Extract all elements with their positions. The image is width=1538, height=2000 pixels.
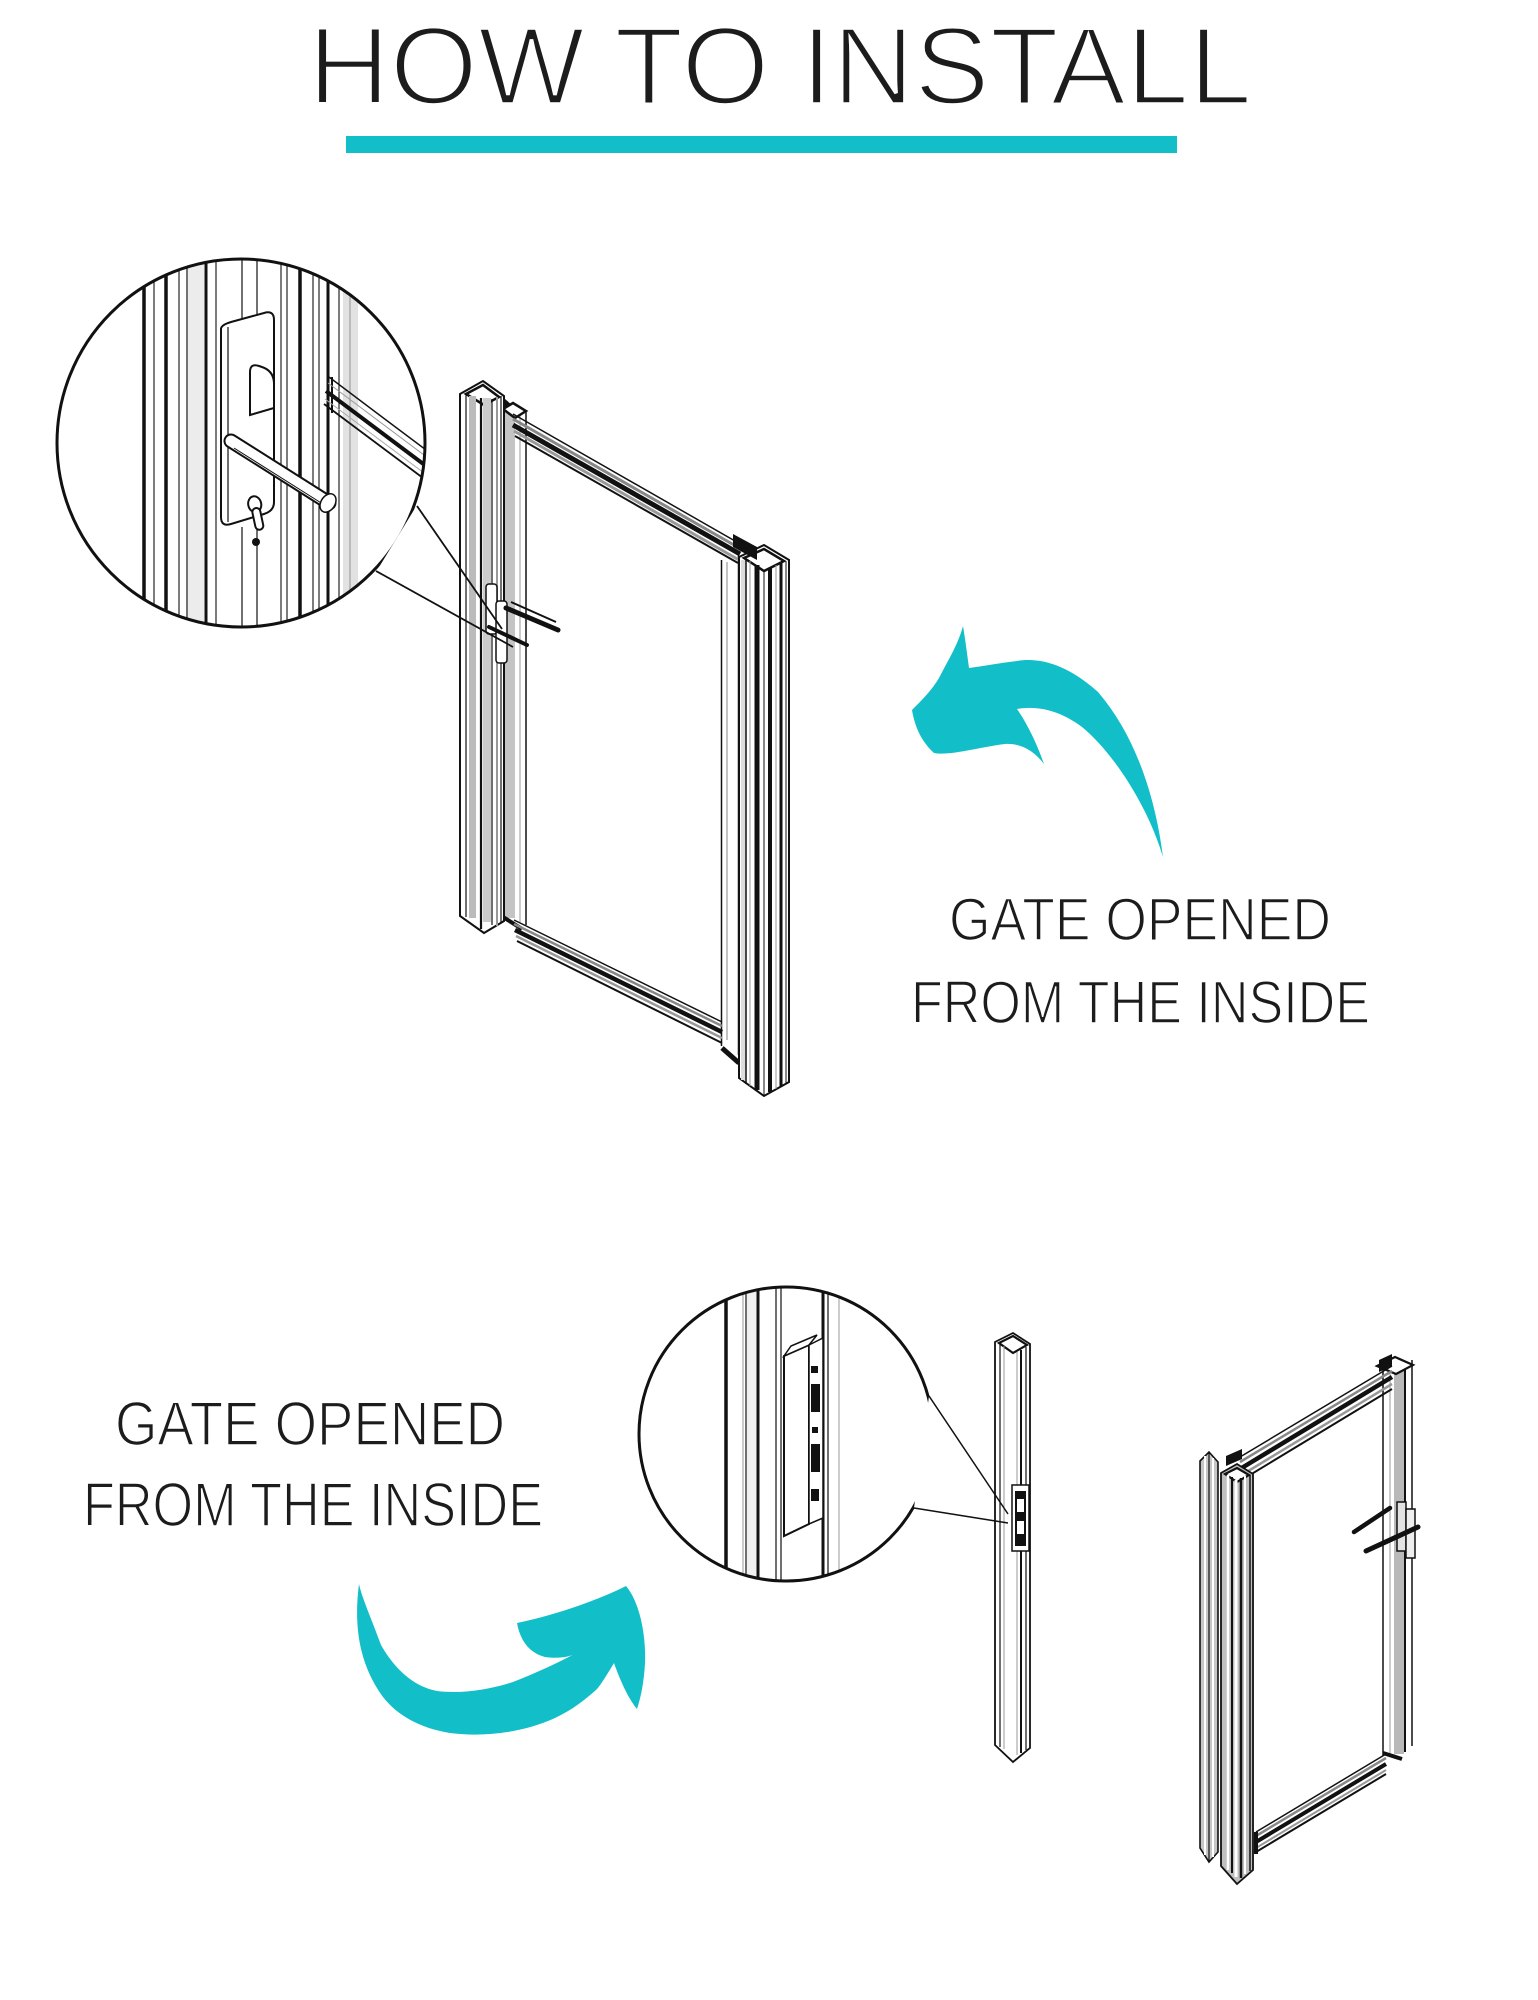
- svg-text:FROM THE INSIDE: FROM THE INSIDE: [83, 1471, 543, 1540]
- svg-text:GATE OPENED: GATE OPENED: [115, 1390, 505, 1459]
- svg-text:HOW TO INSTALL: HOW TO INSTALL: [308, 5, 1252, 128]
- svg-text:GATE OPENED: GATE OPENED: [949, 886, 1331, 953]
- svg-text:FROM THE INSIDE: FROM THE INSIDE: [911, 969, 1370, 1036]
